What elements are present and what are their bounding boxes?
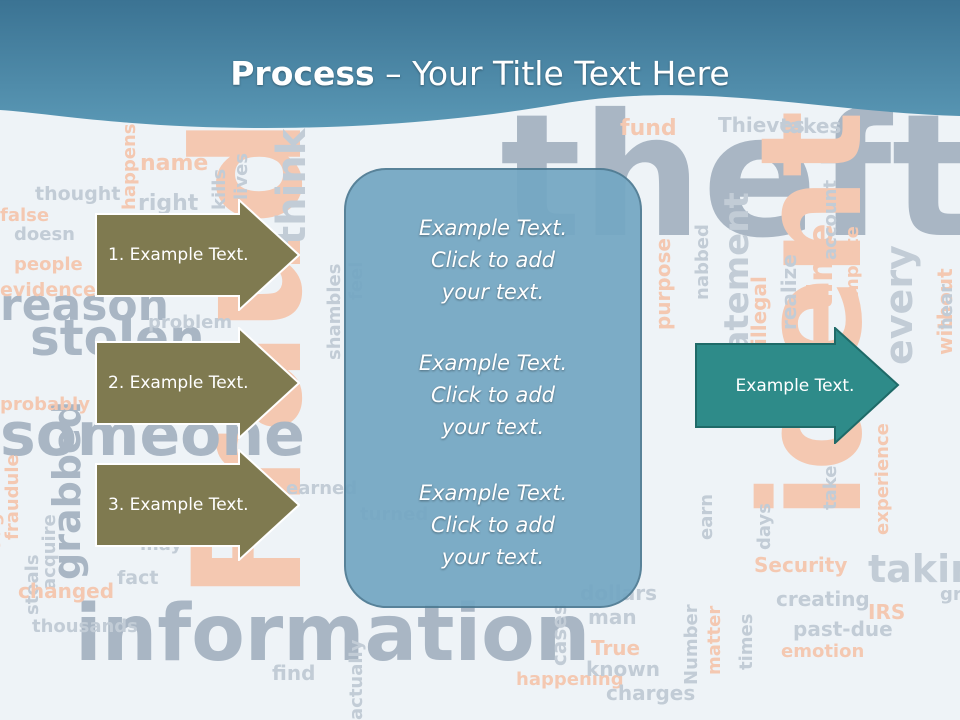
center-text-block-1[interactable]: Example Text. Click to add your text. xyxy=(344,212,642,308)
center-block-2-line-3: your text. xyxy=(441,415,545,439)
background-word: steals xyxy=(22,554,43,615)
background-word: hear xyxy=(936,284,957,330)
background-word: past-due xyxy=(793,617,893,641)
background-word: cases xyxy=(547,603,571,666)
center-block-2-line-2: Click to add xyxy=(430,383,555,407)
background-word: IRS xyxy=(868,600,905,624)
background-word: actually xyxy=(346,639,367,720)
background-word: think xyxy=(269,127,315,245)
background-word: experience xyxy=(872,423,893,535)
background-word: charges xyxy=(606,681,695,705)
center-text-block-2[interactable]: Example Text. Click to add your text. xyxy=(344,347,642,443)
background-word: without xyxy=(933,268,957,355)
slide-title: Process – Your Title Text Here xyxy=(0,52,960,96)
background-word: grabbed xyxy=(45,401,89,580)
result-arrow-label: Example Text. xyxy=(735,375,855,396)
center-block-3-line-2: Click to add xyxy=(430,513,555,537)
background-word: fund xyxy=(620,116,677,141)
background-word: emotion xyxy=(781,641,864,662)
background-word: illegal xyxy=(747,276,771,345)
background-word: evidence xyxy=(0,279,96,301)
arrow-right-shape xyxy=(95,327,300,439)
background-word: taking xyxy=(868,547,960,591)
background-word: acquire xyxy=(39,514,60,590)
background-word: name xyxy=(140,151,208,176)
background-word: complete xyxy=(842,226,863,320)
header-band xyxy=(0,0,960,150)
background-word: take xyxy=(820,466,841,510)
center-text-block-3[interactable]: Example Text. Click to add your text. xyxy=(344,477,642,573)
background-word: earned xyxy=(286,478,357,499)
background-word: tough xyxy=(0,501,5,560)
background-word: account xyxy=(820,180,841,260)
title-rest: – Your Title Text Here xyxy=(374,54,730,93)
background-word: people xyxy=(14,254,83,275)
background-word: creating xyxy=(776,587,870,611)
background-word: probably xyxy=(0,394,90,415)
background-word: times xyxy=(736,614,757,670)
background-word: every xyxy=(877,245,921,365)
result-arrow[interactable]: Example Text. xyxy=(695,327,900,444)
background-word: shambles xyxy=(324,264,345,360)
step-arrow-2[interactable]: 2. Example Text. xyxy=(95,327,300,439)
background-word: Security xyxy=(754,553,847,577)
background-word: fact xyxy=(117,567,158,589)
center-block-1-line-3: your text. xyxy=(441,280,545,304)
arrow-right-shape xyxy=(95,449,300,561)
title-bold: Process xyxy=(230,54,375,93)
center-text-panel[interactable] xyxy=(344,168,642,608)
step-arrow-3[interactable]: 3. Example Text. xyxy=(95,449,300,561)
background-word: thought xyxy=(35,183,120,205)
background-word: time xyxy=(801,224,841,310)
background-word: nabbed xyxy=(692,224,713,300)
background-word: purpose xyxy=(651,238,675,330)
background-word: problem xyxy=(148,312,232,333)
center-block-2-line-1: Example Text. xyxy=(418,351,568,375)
background-word: True xyxy=(591,636,640,660)
background-word: right xyxy=(138,191,199,216)
background-word: days xyxy=(754,503,775,550)
step-arrow-3-label: 3. Example Text. xyxy=(108,495,249,515)
background-word: earn xyxy=(696,494,717,540)
background-word: lives xyxy=(231,153,252,200)
center-block-1-line-1: Example Text. xyxy=(418,216,568,240)
background-word: changed xyxy=(18,579,114,603)
background-word: Number xyxy=(681,604,702,685)
background-word: false xyxy=(0,205,49,226)
background-word: matter xyxy=(704,606,725,675)
background-word: fraudule xyxy=(2,454,23,540)
background-word: Thieves xyxy=(718,113,805,137)
background-word: man xyxy=(588,605,637,629)
background-word: kills xyxy=(209,169,230,210)
step-arrow-1-label: 1. Example Text. xyxy=(108,245,249,265)
arrow-right-shape xyxy=(95,199,300,311)
center-block-3-line-3: your text. xyxy=(441,545,545,569)
background-word: known xyxy=(586,657,660,681)
center-block-1-line-2: Click to add xyxy=(430,248,555,272)
background-word: happens xyxy=(119,124,140,210)
background-word: find xyxy=(272,661,315,685)
background-word: happening xyxy=(516,669,624,690)
center-block-3-line-1: Example Text. xyxy=(418,481,568,505)
step-arrow-2-label: 2. Example Text. xyxy=(108,373,249,393)
background-word: graduates xyxy=(940,584,960,605)
background-word: thousands xyxy=(32,616,138,637)
background-word: takes xyxy=(780,114,841,138)
background-word: realize xyxy=(777,254,801,330)
arrow-right-shape xyxy=(695,327,900,444)
background-word: doesn xyxy=(14,224,75,245)
step-arrow-1[interactable]: 1. Example Text. xyxy=(95,199,300,311)
